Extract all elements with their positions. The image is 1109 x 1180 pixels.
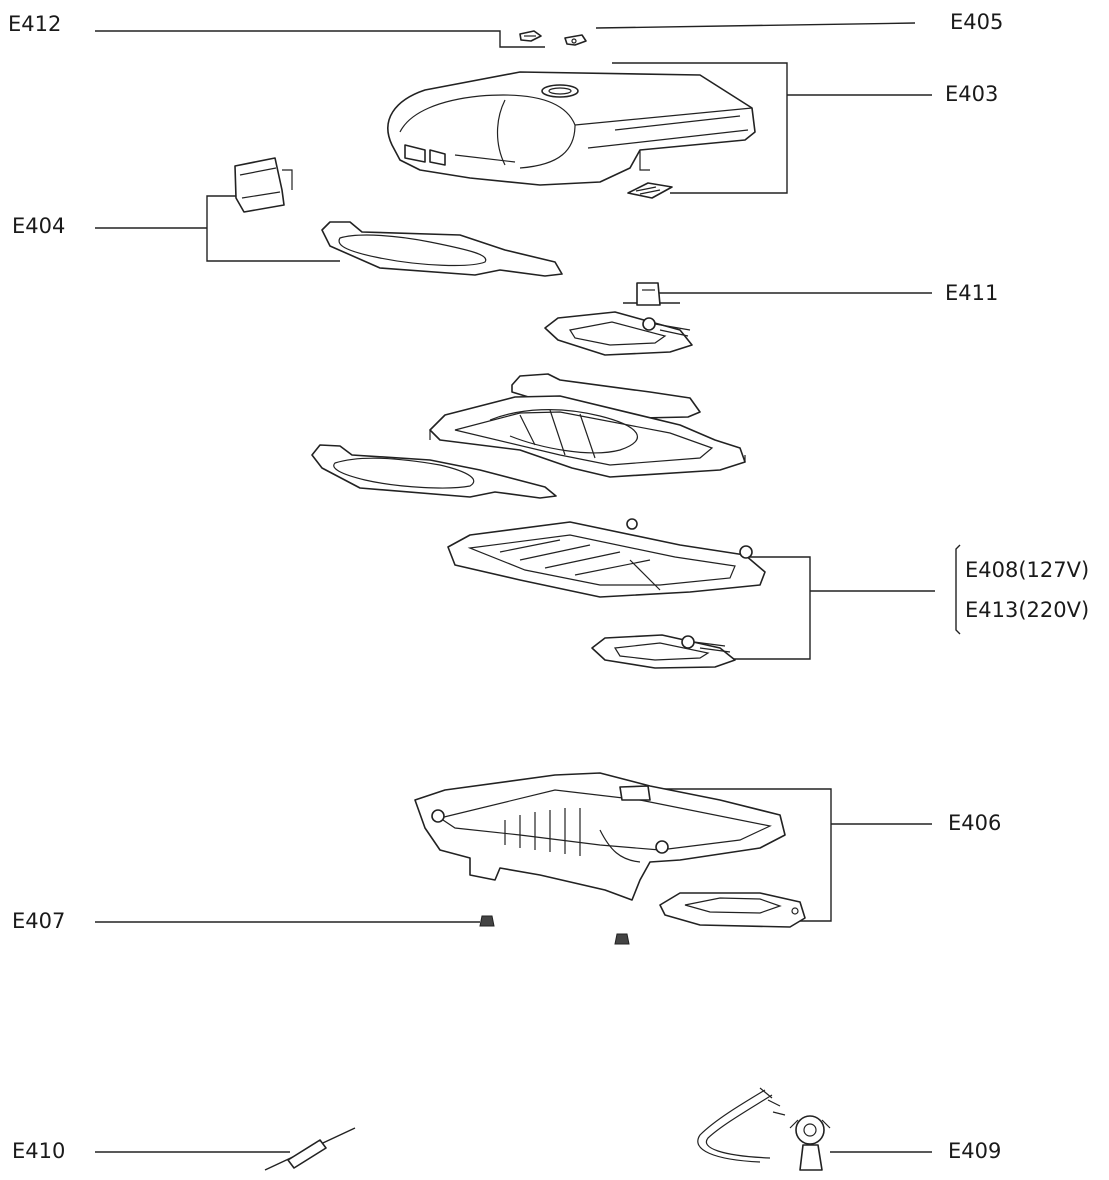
part-middle-gasket: [311, 444, 557, 499]
callout-e403: E403: [945, 82, 999, 106]
leader-e406: [640, 788, 932, 922]
part-e409-power-cord: [697, 1087, 831, 1171]
callout-e413: E413(220V): [965, 598, 1090, 622]
leader-e403: [612, 62, 932, 194]
part-upper-cooking-plate: [429, 395, 746, 478]
leader-lines: [95, 22, 961, 1153]
part-e404-gasket: [321, 221, 563, 277]
part-e405-clip: [564, 34, 587, 46]
callout-e405: E405: [950, 10, 1004, 34]
part-e404-hinge: [234, 157, 293, 213]
callout-e404: E404: [12, 214, 66, 238]
part-e408-lower-cooking-plate: [447, 518, 766, 598]
part-e407-foot: [479, 915, 630, 945]
part-e406-base-housing: [414, 772, 786, 901]
leader-e405: [595, 22, 916, 29]
voltage-brace: [955, 544, 961, 635]
callout-e411: E411: [945, 281, 999, 305]
callout-e409: E409: [948, 1139, 1002, 1163]
part-e410-fuse: [264, 1127, 356, 1171]
part-e403-top-cover: [387, 71, 756, 186]
callout-e407: E407: [12, 909, 66, 933]
part-e411-connector: [636, 282, 661, 306]
leader-e404: [95, 195, 340, 262]
part-e412-clip: [519, 30, 542, 42]
callout-e408: E408(127V): [965, 558, 1090, 582]
part-upper-heating-element: [544, 311, 693, 356]
callout-e410: E410: [12, 1139, 66, 1163]
leader-e412: [95, 30, 545, 48]
callout-e406: E406: [948, 811, 1002, 835]
leader-e408-e413: [730, 556, 935, 660]
part-e406-control-panel: [659, 892, 806, 928]
callout-e412: E412: [8, 12, 62, 36]
leader-e411: [623, 292, 932, 304]
part-e403-label-plate: [627, 182, 673, 199]
part-e413-lower-heating-element: [591, 634, 736, 669]
